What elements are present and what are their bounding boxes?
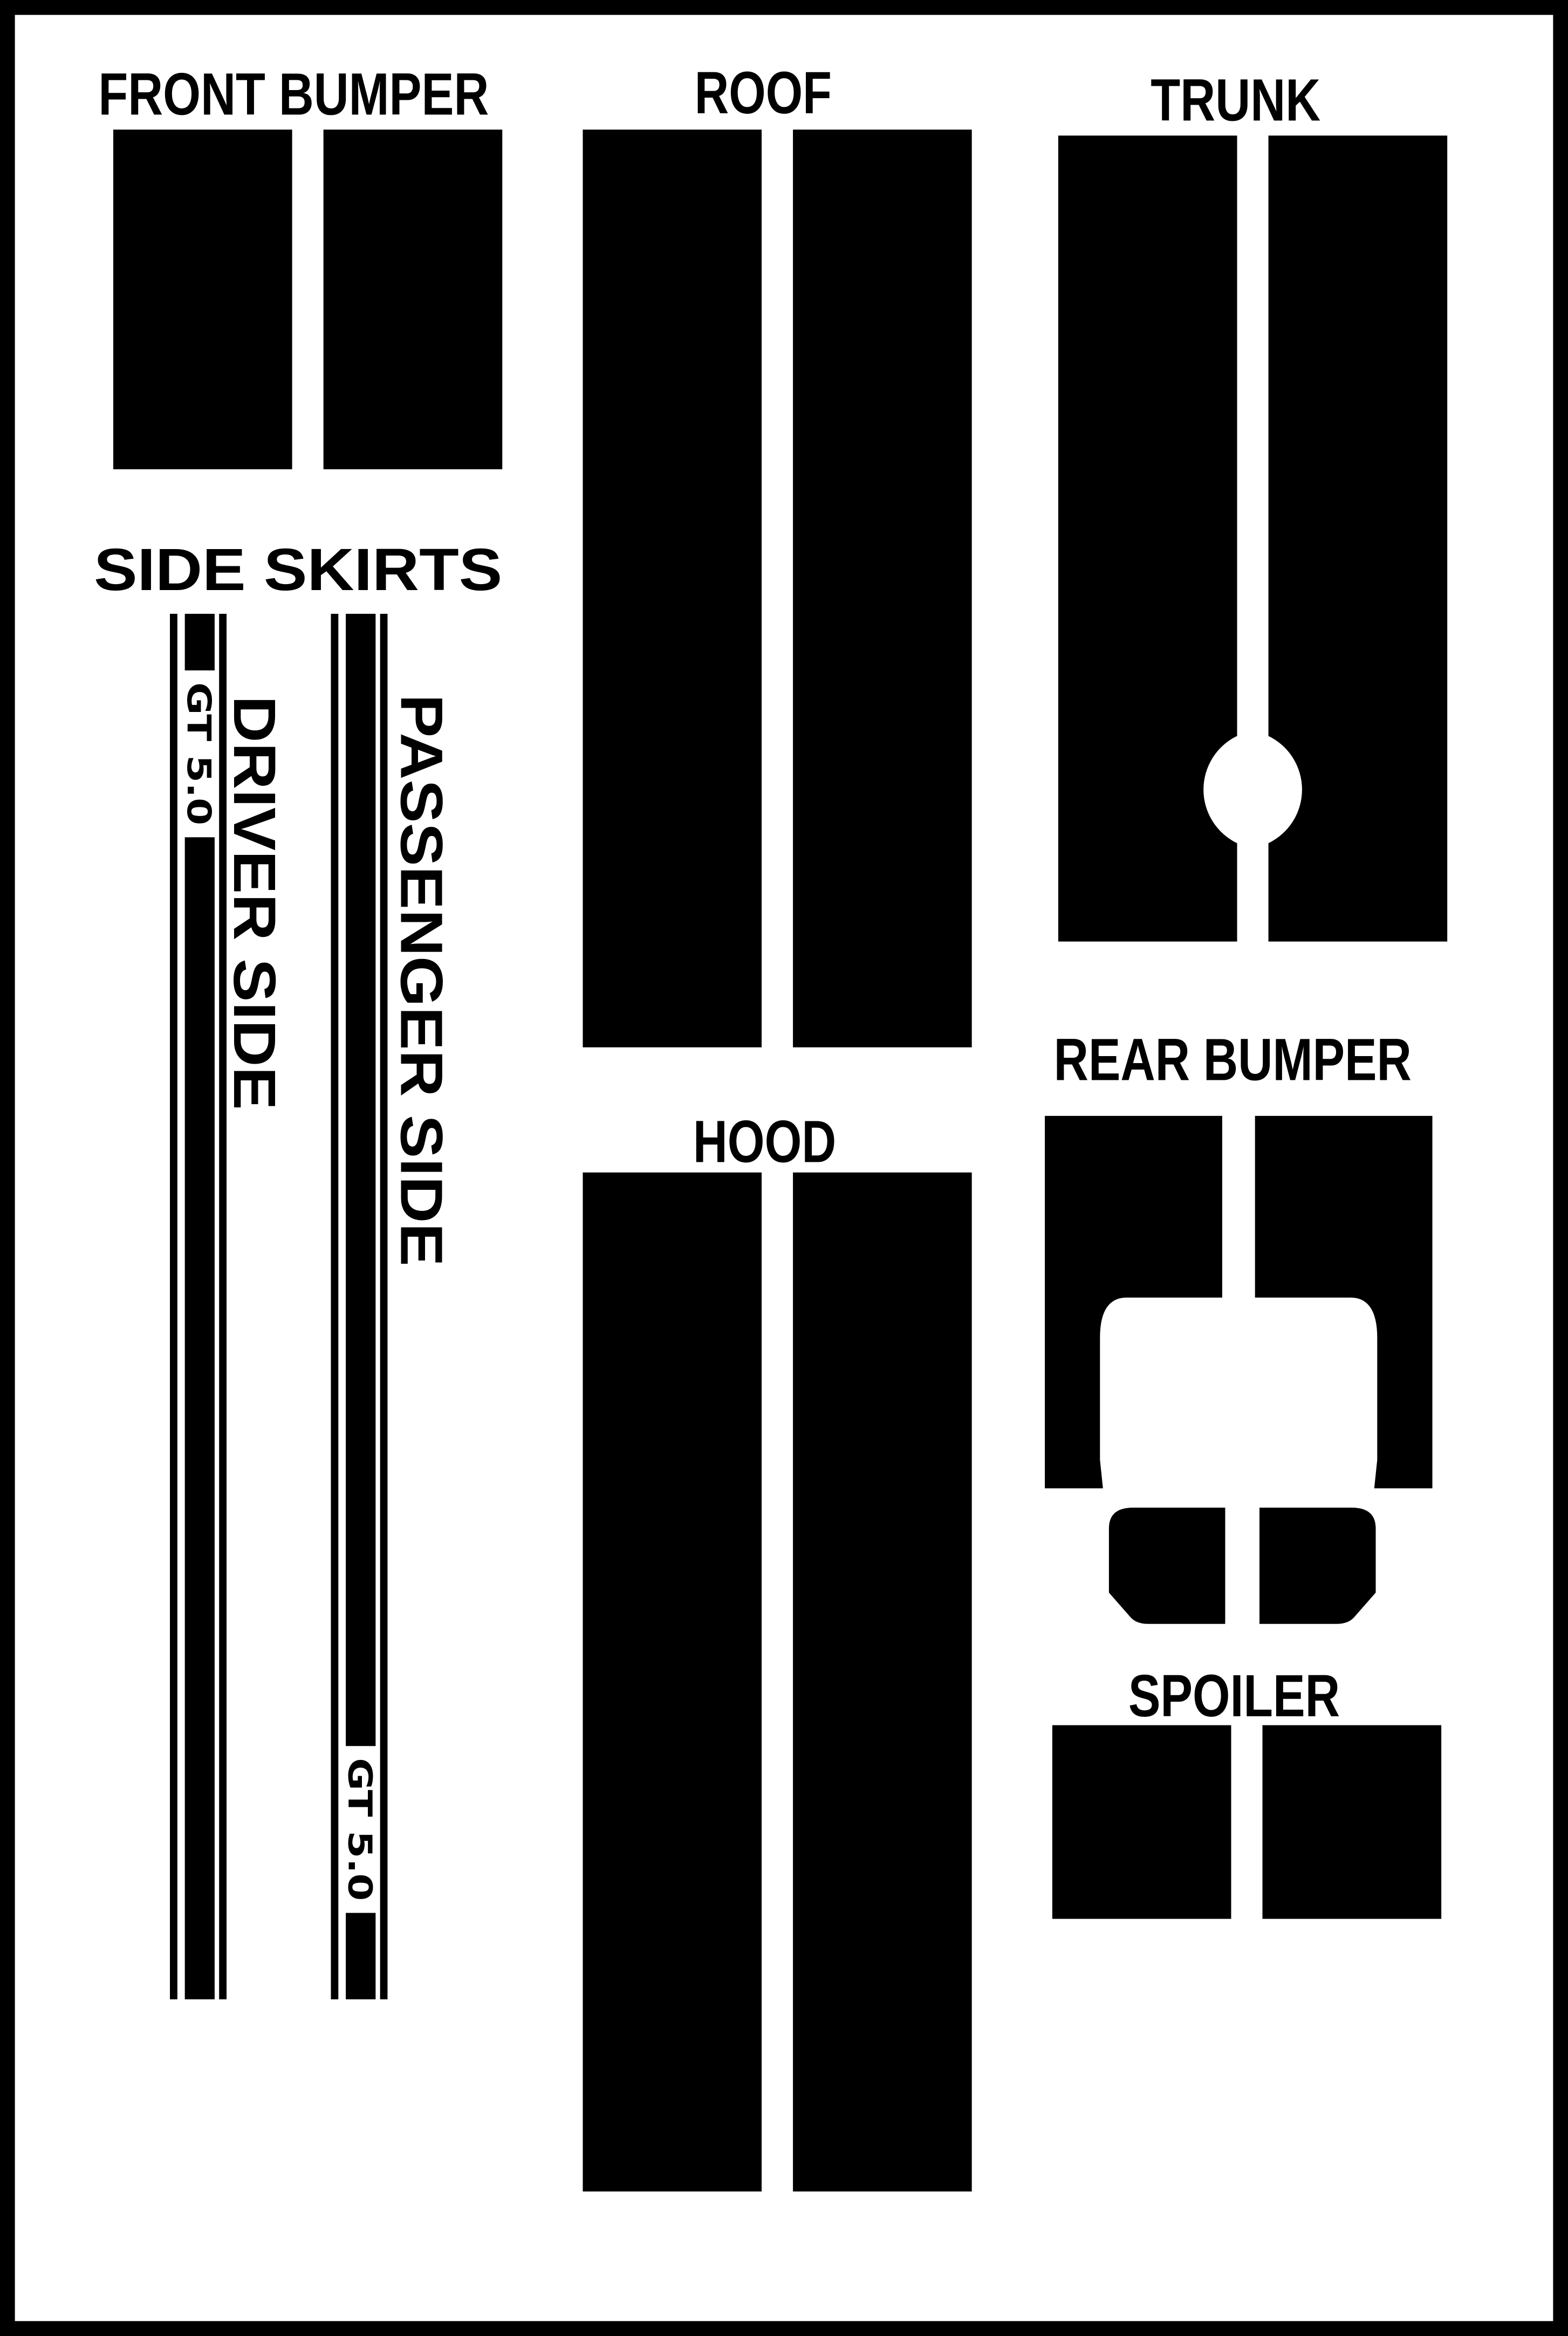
trunk-stripe-right [1268,135,1448,942]
passenger-side-skirt: GT 5.0 [331,613,388,1999]
front-bumper-label: FRONT BUMPER [98,61,489,128]
rear-bumper-lower-piece-right [1259,1508,1376,1624]
spoiler-label: SPOILER [1128,1663,1340,1729]
passenger-side-label: PASSENGER SIDE [388,694,454,1266]
roof-stripe-left [583,129,762,1047]
driver-side-label: DRIVER SIDE [221,696,287,1110]
spoiler-stripe-right [1262,1725,1442,1919]
hood-stripe-right [793,1172,972,2192]
rear-bumper-label: REAR BUMPER [1054,1027,1412,1093]
passenger-skirt-outer-line-right [380,613,388,1999]
roof-label: ROOF [695,60,832,126]
side-skirts-label: SIDE SKIRTS [94,537,502,603]
roof-stripe-right [793,129,972,1047]
rear-bumper-stripe-right [1255,1115,1433,1489]
front-bumper-stripe-left [113,129,292,470]
rear-bumper-stripe-left [1045,1115,1222,1489]
passenger-skirt-outer-line-left [331,613,339,1999]
driver-skirt-badge: GT 5.0 [180,682,217,825]
trunk-label: TRUNK [1151,67,1320,134]
hood-label: HOOD [693,1108,836,1175]
driver-skirt-outer-line-left [170,613,177,1999]
driver-side-skirt: GT 5.0 [170,613,227,1999]
driver-skirt-main-lower [184,837,215,1999]
front-bumper-stripe-right [323,129,503,470]
driver-skirt-main-upper [184,613,215,670]
passenger-skirt-badge: GT 5.0 [341,1758,379,1901]
trunk-stripe-left [1058,135,1237,942]
passenger-skirt-main-upper [346,613,376,1746]
passenger-skirt-main-lower [346,1913,376,1999]
hood-stripe-left [583,1172,762,2192]
rear-bumper-lower-piece-left [1108,1508,1225,1624]
driver-skirt-outer-line-right [219,613,227,1999]
spoiler-stripe-left [1052,1725,1231,1919]
